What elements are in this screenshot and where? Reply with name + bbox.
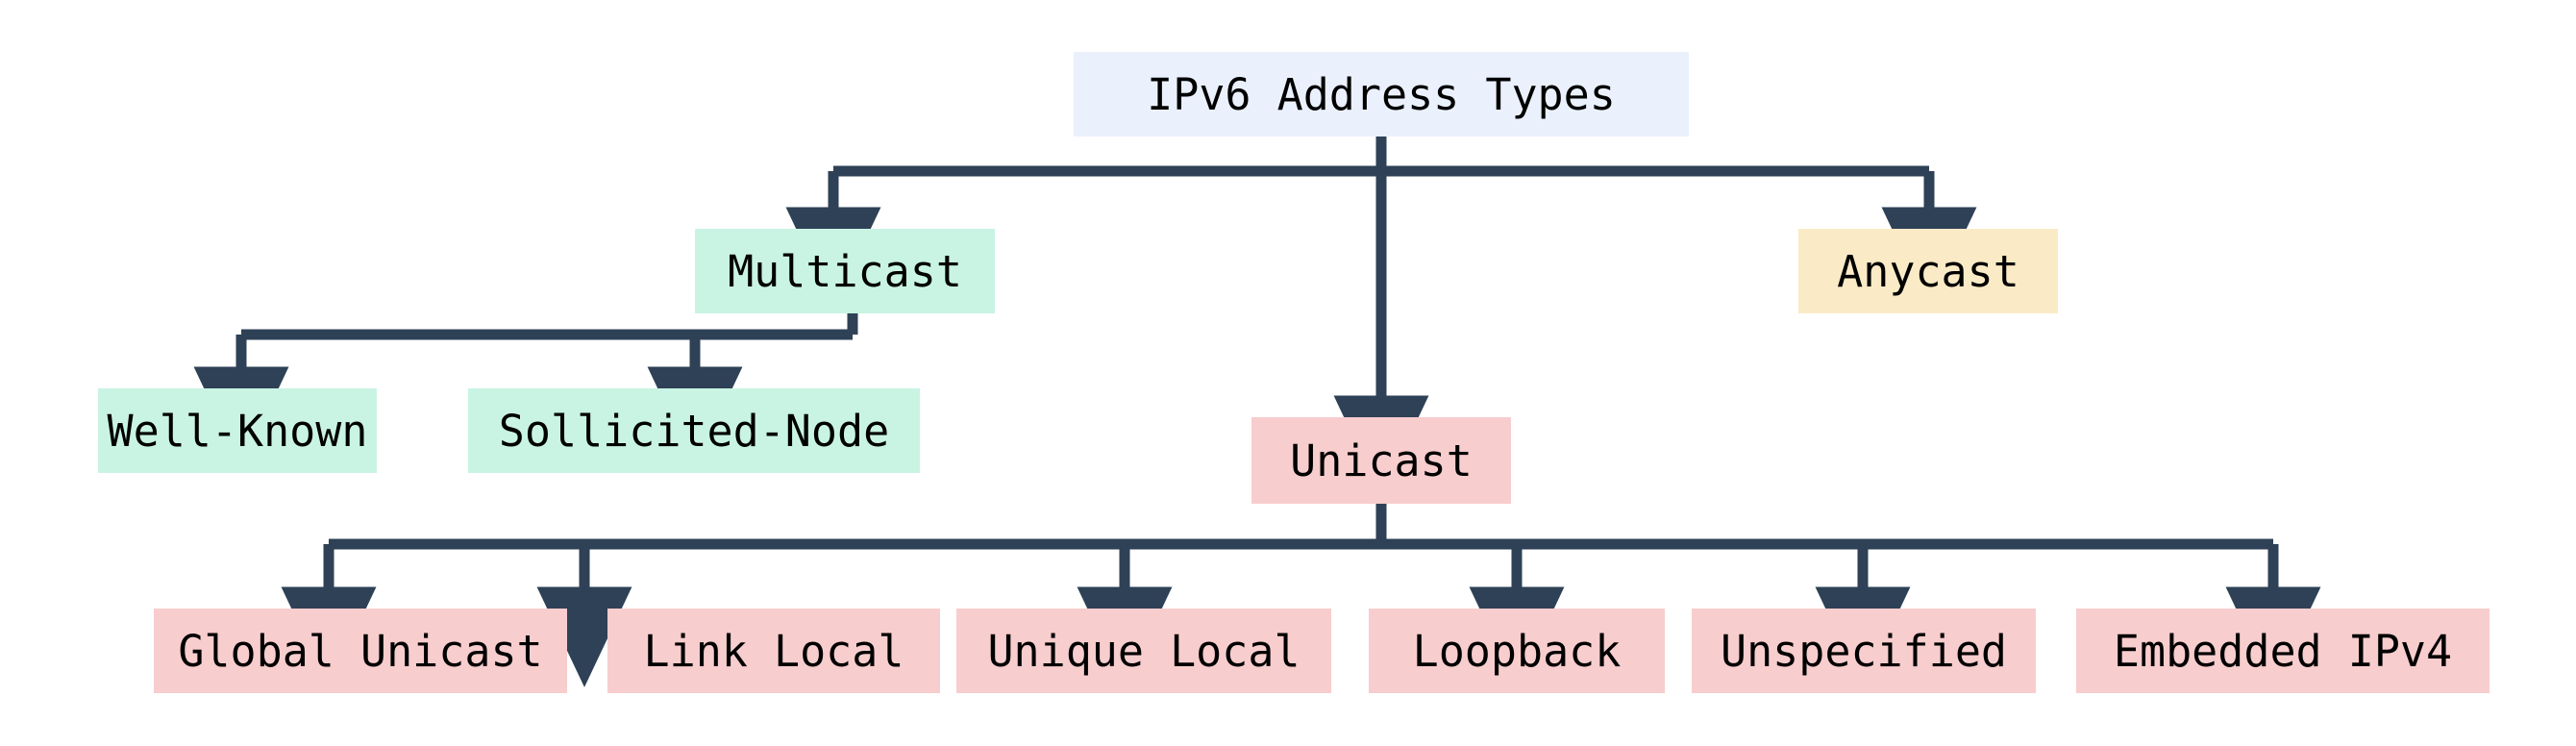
edge-root-bus — [833, 137, 1929, 177]
node-multicast[interactable]: Multicast — [695, 229, 995, 313]
node-unicast[interactable]: Unicast — [1251, 417, 1511, 504]
node-embedded-ipv4[interactable]: Embedded IPv4 — [2076, 609, 2489, 693]
node-anycast[interactable]: Anycast — [1798, 229, 2058, 313]
node-sollicited-node[interactable]: Sollicited-Node — [468, 388, 920, 473]
edge-multicast-bus — [241, 313, 858, 340]
node-loopback[interactable]: Loopback — [1369, 609, 1665, 693]
node-unique-local[interactable]: Unique Local — [956, 609, 1331, 693]
edge-unicast-bus — [329, 504, 2273, 550]
node-unspecified[interactable]: Unspecified — [1692, 609, 2036, 693]
node-ipv6-address-types[interactable]: IPv6 Address Types — [1074, 52, 1689, 137]
node-global-unicast[interactable]: Global Unicast — [154, 609, 567, 693]
node-link-local[interactable]: Link Local — [607, 609, 940, 693]
node-well-known[interactable]: Well-Known — [98, 388, 377, 473]
